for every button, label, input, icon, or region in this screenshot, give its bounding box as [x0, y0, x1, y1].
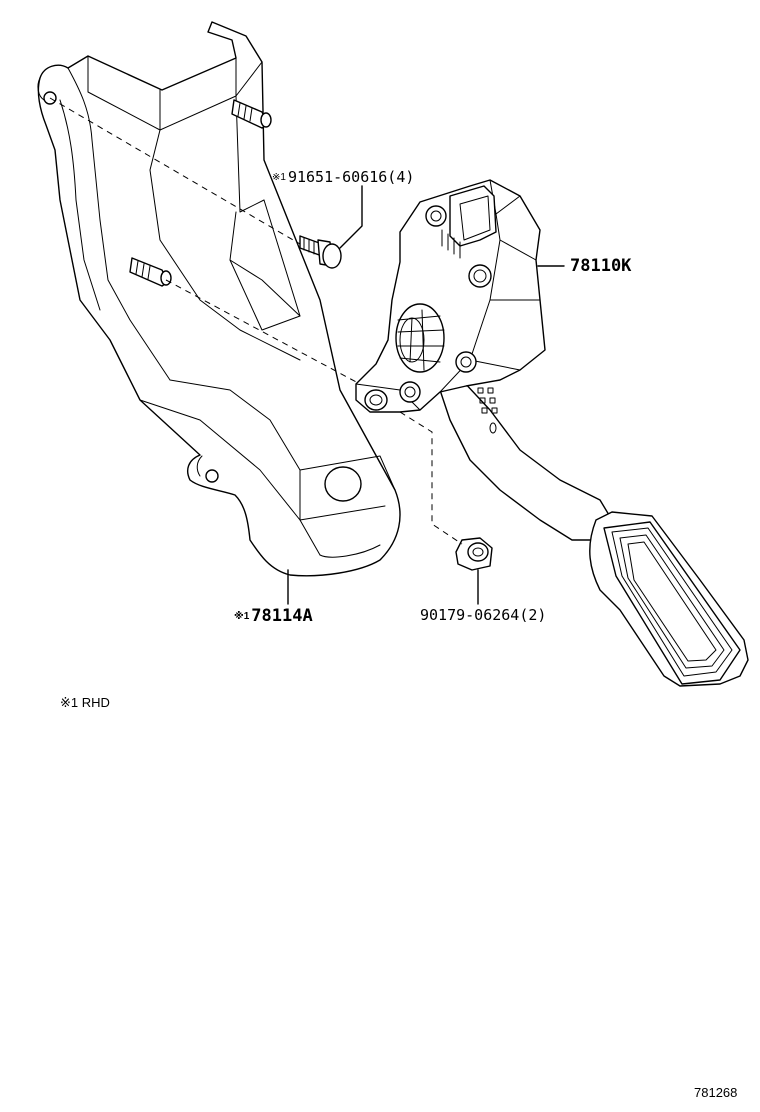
bolt-part-number: 91651-60616(4) [287, 168, 415, 186]
guide-lines [49, 97, 463, 545]
bolt-rhd-marker: ※1 [272, 172, 286, 183]
pedal-bracket [37, 21, 401, 577]
pedal-assembly-label: 78110K [570, 256, 632, 276]
bolt [299, 235, 342, 269]
bracket-part-number: 78114A [251, 606, 313, 626]
figure-id: 781268 [694, 1085, 738, 1100]
leader-lines [287, 185, 565, 605]
accelerator-pedal-assembly [355, 179, 749, 687]
nut-label: 90179-06264(2) [420, 606, 547, 624]
bracket-stud-upper [231, 99, 272, 129]
legend-note: ※1 RHD [60, 695, 110, 710]
bracket-rhd-marker: ※1 [234, 611, 250, 622]
bracket-stud-lower [129, 257, 172, 287]
nut [455, 537, 493, 571]
